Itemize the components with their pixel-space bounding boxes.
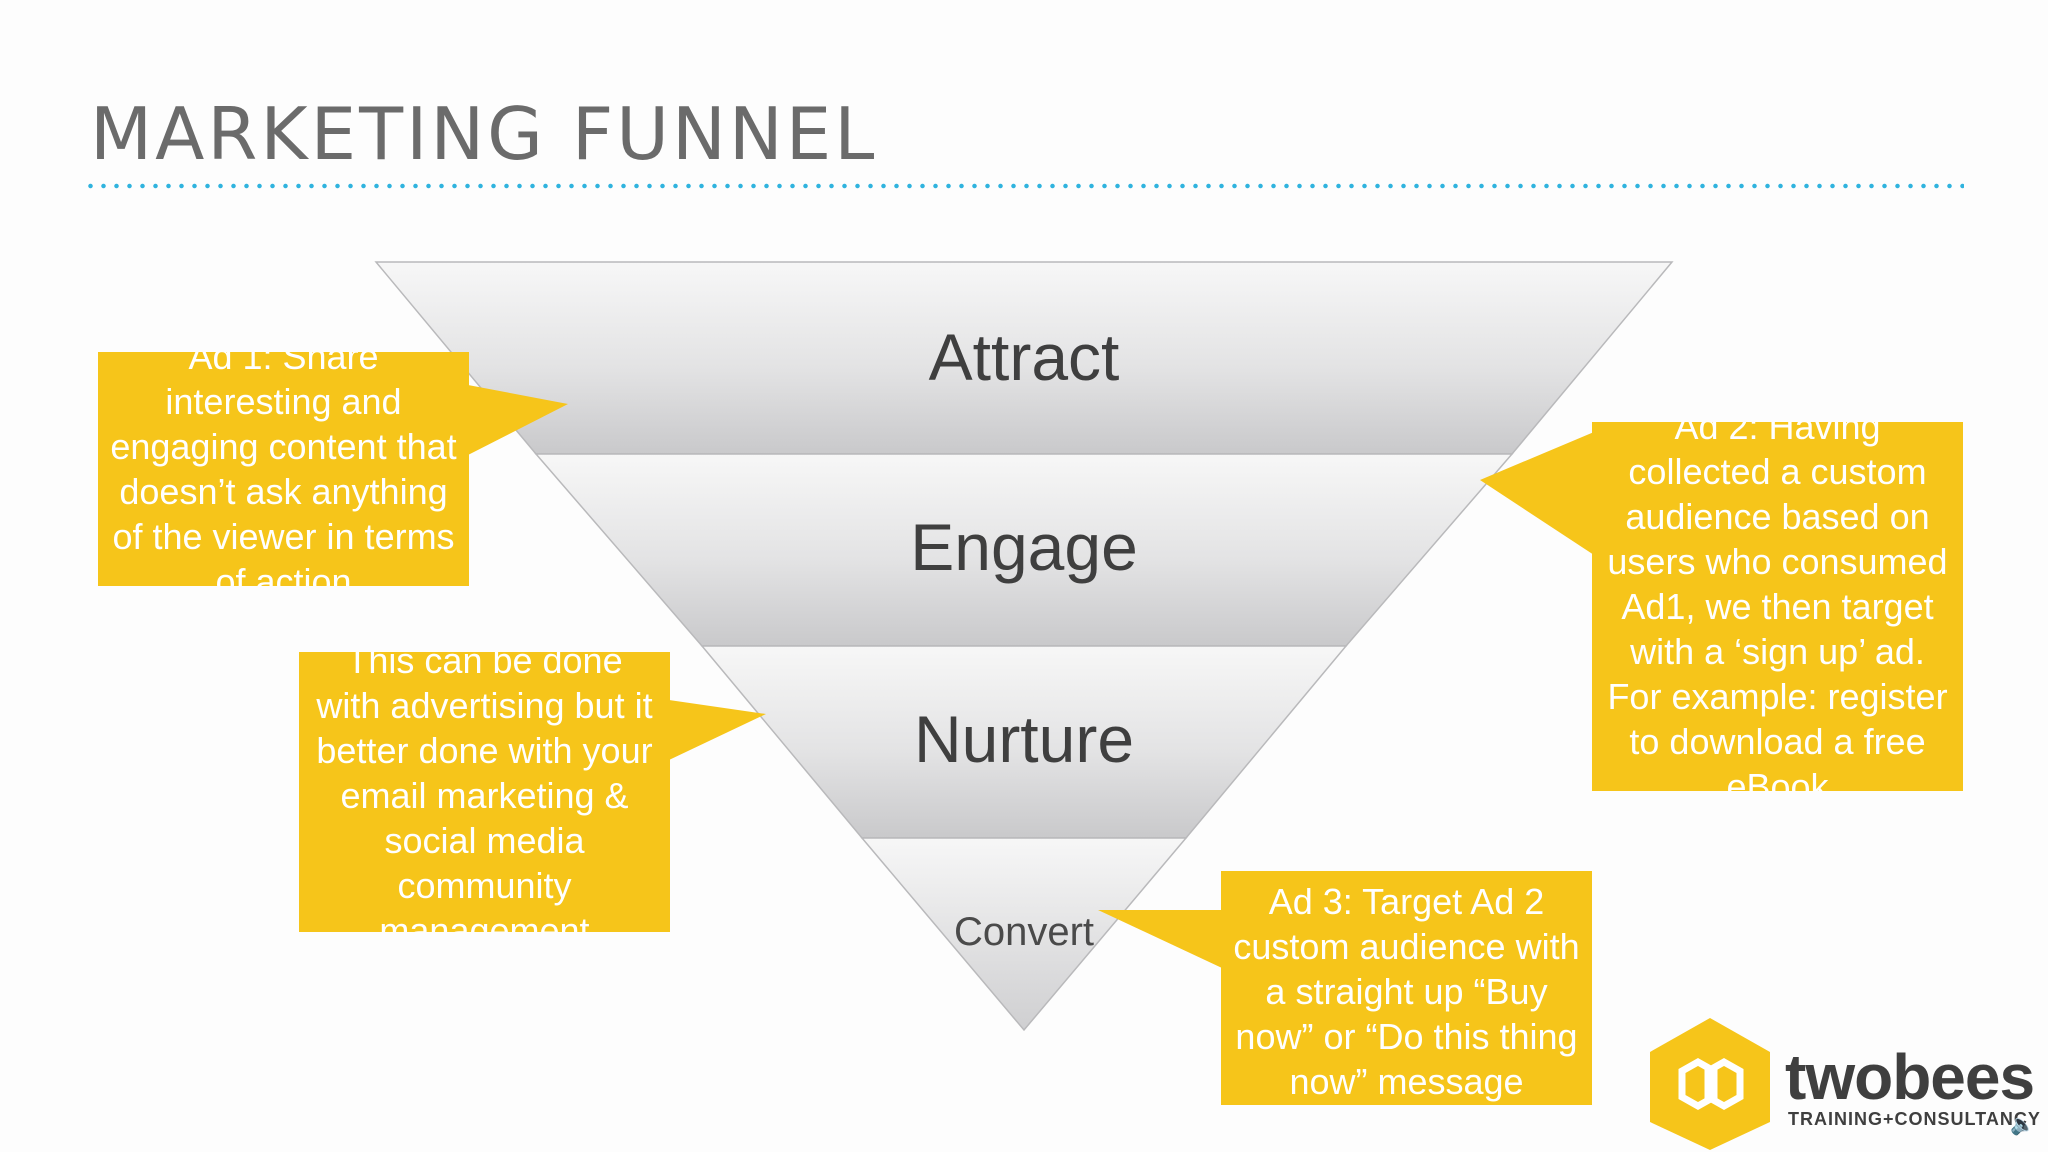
funnel-label-attract: Attract: [929, 320, 1120, 394]
logo-hexagon-inner-right: [1704, 1057, 1744, 1111]
callout-nurture-line: This can be done: [346, 652, 623, 681]
callout-ad2-line: audience based on: [1625, 496, 1930, 537]
callout-ad2-text: Ad 2: Having collected a custom audience…: [1592, 422, 1963, 791]
callout-ad3: Ad 3: Target Ad 2 custom audience with a…: [1221, 871, 1592, 1105]
callout-ad2-line: Ad1, we then target: [1621, 586, 1934, 627]
callout-ad1-line: of the viewer in terms: [112, 516, 455, 557]
callout-pointer-nurture: [669, 700, 766, 760]
callout-ad1-line: doesn’t ask anything: [119, 471, 448, 512]
callout-pointer-ad2: [1480, 432, 1594, 555]
callout-nurture-note-text: This can be done with advertising but it…: [299, 652, 670, 932]
logo-wordmark: twobees: [1785, 1041, 2035, 1113]
callout-pointer-ad3: [1098, 910, 1222, 968]
callout-ad1-line: Ad 1: Share: [188, 352, 379, 377]
callout-ad1-line: of action: [215, 561, 352, 586]
callout-nurture-line: community: [397, 865, 572, 906]
callout-nurture-line: better done with your: [316, 730, 653, 771]
callout-ad1-text: Ad 1: Share interesting and engaging con…: [98, 352, 469, 586]
callout-ad1-line: interesting and: [165, 381, 402, 422]
callout-ad3-line: now” or “Do this thing: [1235, 1016, 1578, 1057]
callout-ad1: Ad 1: Share interesting and engaging con…: [98, 352, 469, 586]
twobees-logo: twobees TRAINING+CONSULTANCY: [1652, 1010, 2042, 1150]
callout-ad2-line: collected a custom: [1628, 451, 1927, 492]
callout-ad2-line: users who consumed: [1607, 541, 1948, 582]
slide-title: MARKETING FUNNEL: [90, 92, 878, 176]
callout-ad1-line: engaging content that: [110, 426, 457, 467]
callout-ad3-line: Ad 3: Target Ad 2: [1268, 881, 1545, 922]
callout-nurture-line: social media: [384, 820, 585, 861]
callout-nurture-line: email marketing &: [340, 775, 629, 816]
callout-ad3-text: Ad 3: Target Ad 2 custom audience with a…: [1221, 879, 1592, 1104]
speaker-icon[interactable]: 🔈: [2010, 1114, 2035, 1136]
funnel-label-engage: Engage: [910, 510, 1138, 584]
callout-ad2-line: Ad 2: Having: [1674, 422, 1881, 447]
callout-ad3-line: a straight up “Buy: [1265, 971, 1548, 1012]
callout-ad2: Ad 2: Having collected a custom audience…: [1592, 422, 1963, 791]
callout-ad3-line: custom audience with: [1233, 926, 1580, 967]
callout-ad2-line: For example: register: [1607, 676, 1948, 717]
callout-nurture-line: with advertising but it: [316, 685, 653, 726]
callout-pointer-ad1: [468, 385, 568, 455]
callout-ad2-line: with a ‘sign up’ ad.: [1630, 631, 1925, 672]
callout-ad2-line: to download a free: [1629, 721, 1926, 762]
title-dotted-divider: [84, 183, 1964, 189]
callout-nurture-line: management: [379, 910, 590, 932]
callout-nurture-note: This can be done with advertising but it…: [299, 652, 670, 932]
funnel-band-convert: [860, 837, 1188, 1032]
logo-tagline: TRAINING+CONSULTANCY: [1788, 1109, 2041, 1129]
funnel-label-nurture: Nurture: [914, 702, 1134, 776]
funnel-label-convert: Convert: [954, 910, 1094, 954]
callout-ad3-line: now” message: [1289, 1061, 1524, 1102]
callout-ad2-line: eBook: [1726, 766, 1829, 791]
